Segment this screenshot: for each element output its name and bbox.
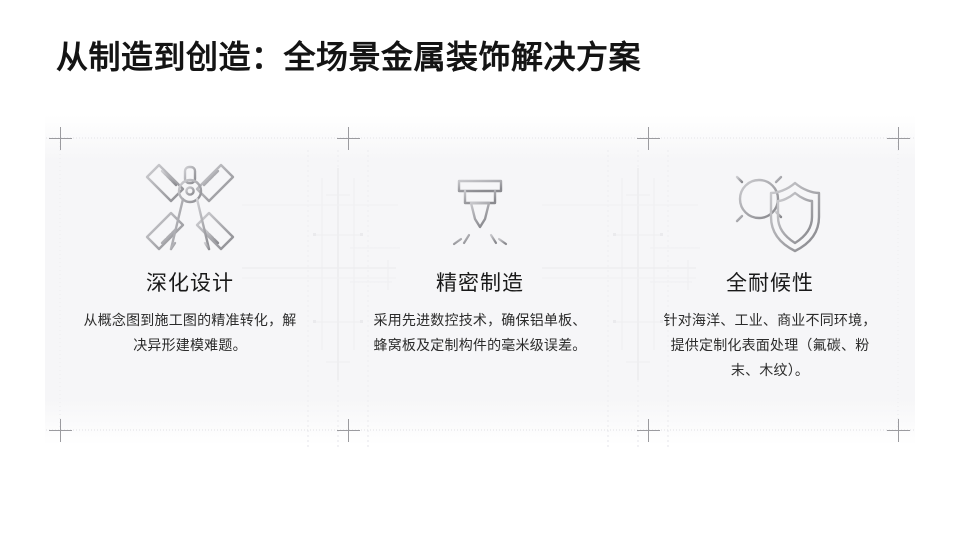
crosshair-top-left bbox=[49, 127, 72, 150]
crosshair-bottom-mid-left bbox=[337, 419, 360, 442]
crosshair-top-mid-left bbox=[337, 127, 360, 150]
cnc-laser-cutter-icon bbox=[421, 157, 539, 257]
feature-card-body: 采用先进数控技术，确保铝单板、蜂窝板及定制构件的毫米级误差。 bbox=[373, 312, 587, 354]
feature-card-body: 针对海洋、工业、商业不同环境，提供定制化表面处理（氟碳、粉末、木纹）。 bbox=[663, 312, 877, 378]
feature-card-precision-manufacturing[interactable]: 精密制造 采用先进数控技术，确保铝单板、蜂窝板及定制构件的毫米级误差。 bbox=[335, 115, 625, 445]
feature-card-title: 深化设计 bbox=[146, 272, 234, 295]
feature-card-deepen-design[interactable]: 深化设计 从概念图到施工图的精准转化，解决异形建模难题。 bbox=[45, 115, 335, 445]
page-title: 从制造到创造：全场景金属装饰解决方案 bbox=[56, 39, 642, 75]
feature-card-all-weather-durability[interactable]: 全耐候性 针对海洋、工业、商业不同环境，提供定制化表面处理（氟碳、粉末、木纹）。 bbox=[625, 115, 915, 445]
crosshair-top-right bbox=[887, 127, 910, 150]
feature-card-title: 精密制造 bbox=[436, 272, 524, 295]
crosshair-bottom-right bbox=[887, 419, 910, 442]
feature-card-title: 全耐候性 bbox=[726, 272, 814, 295]
sun-shield-icon bbox=[711, 157, 829, 257]
compass-rulers-icon bbox=[131, 157, 249, 257]
crosshair-bottom-left bbox=[49, 419, 72, 442]
crosshair-bottom-mid-right bbox=[637, 419, 660, 442]
feature-band: 深化设计 从概念图到施工图的精准转化，解决异形建模难题。 bbox=[45, 115, 915, 445]
crosshair-top-mid-right bbox=[637, 127, 660, 150]
feature-card-body: 从概念图到施工图的精准转化，解决异形建模难题。 bbox=[83, 312, 297, 354]
feature-columns: 深化设计 从概念图到施工图的精准转化，解决异形建模难题。 bbox=[45, 115, 915, 445]
